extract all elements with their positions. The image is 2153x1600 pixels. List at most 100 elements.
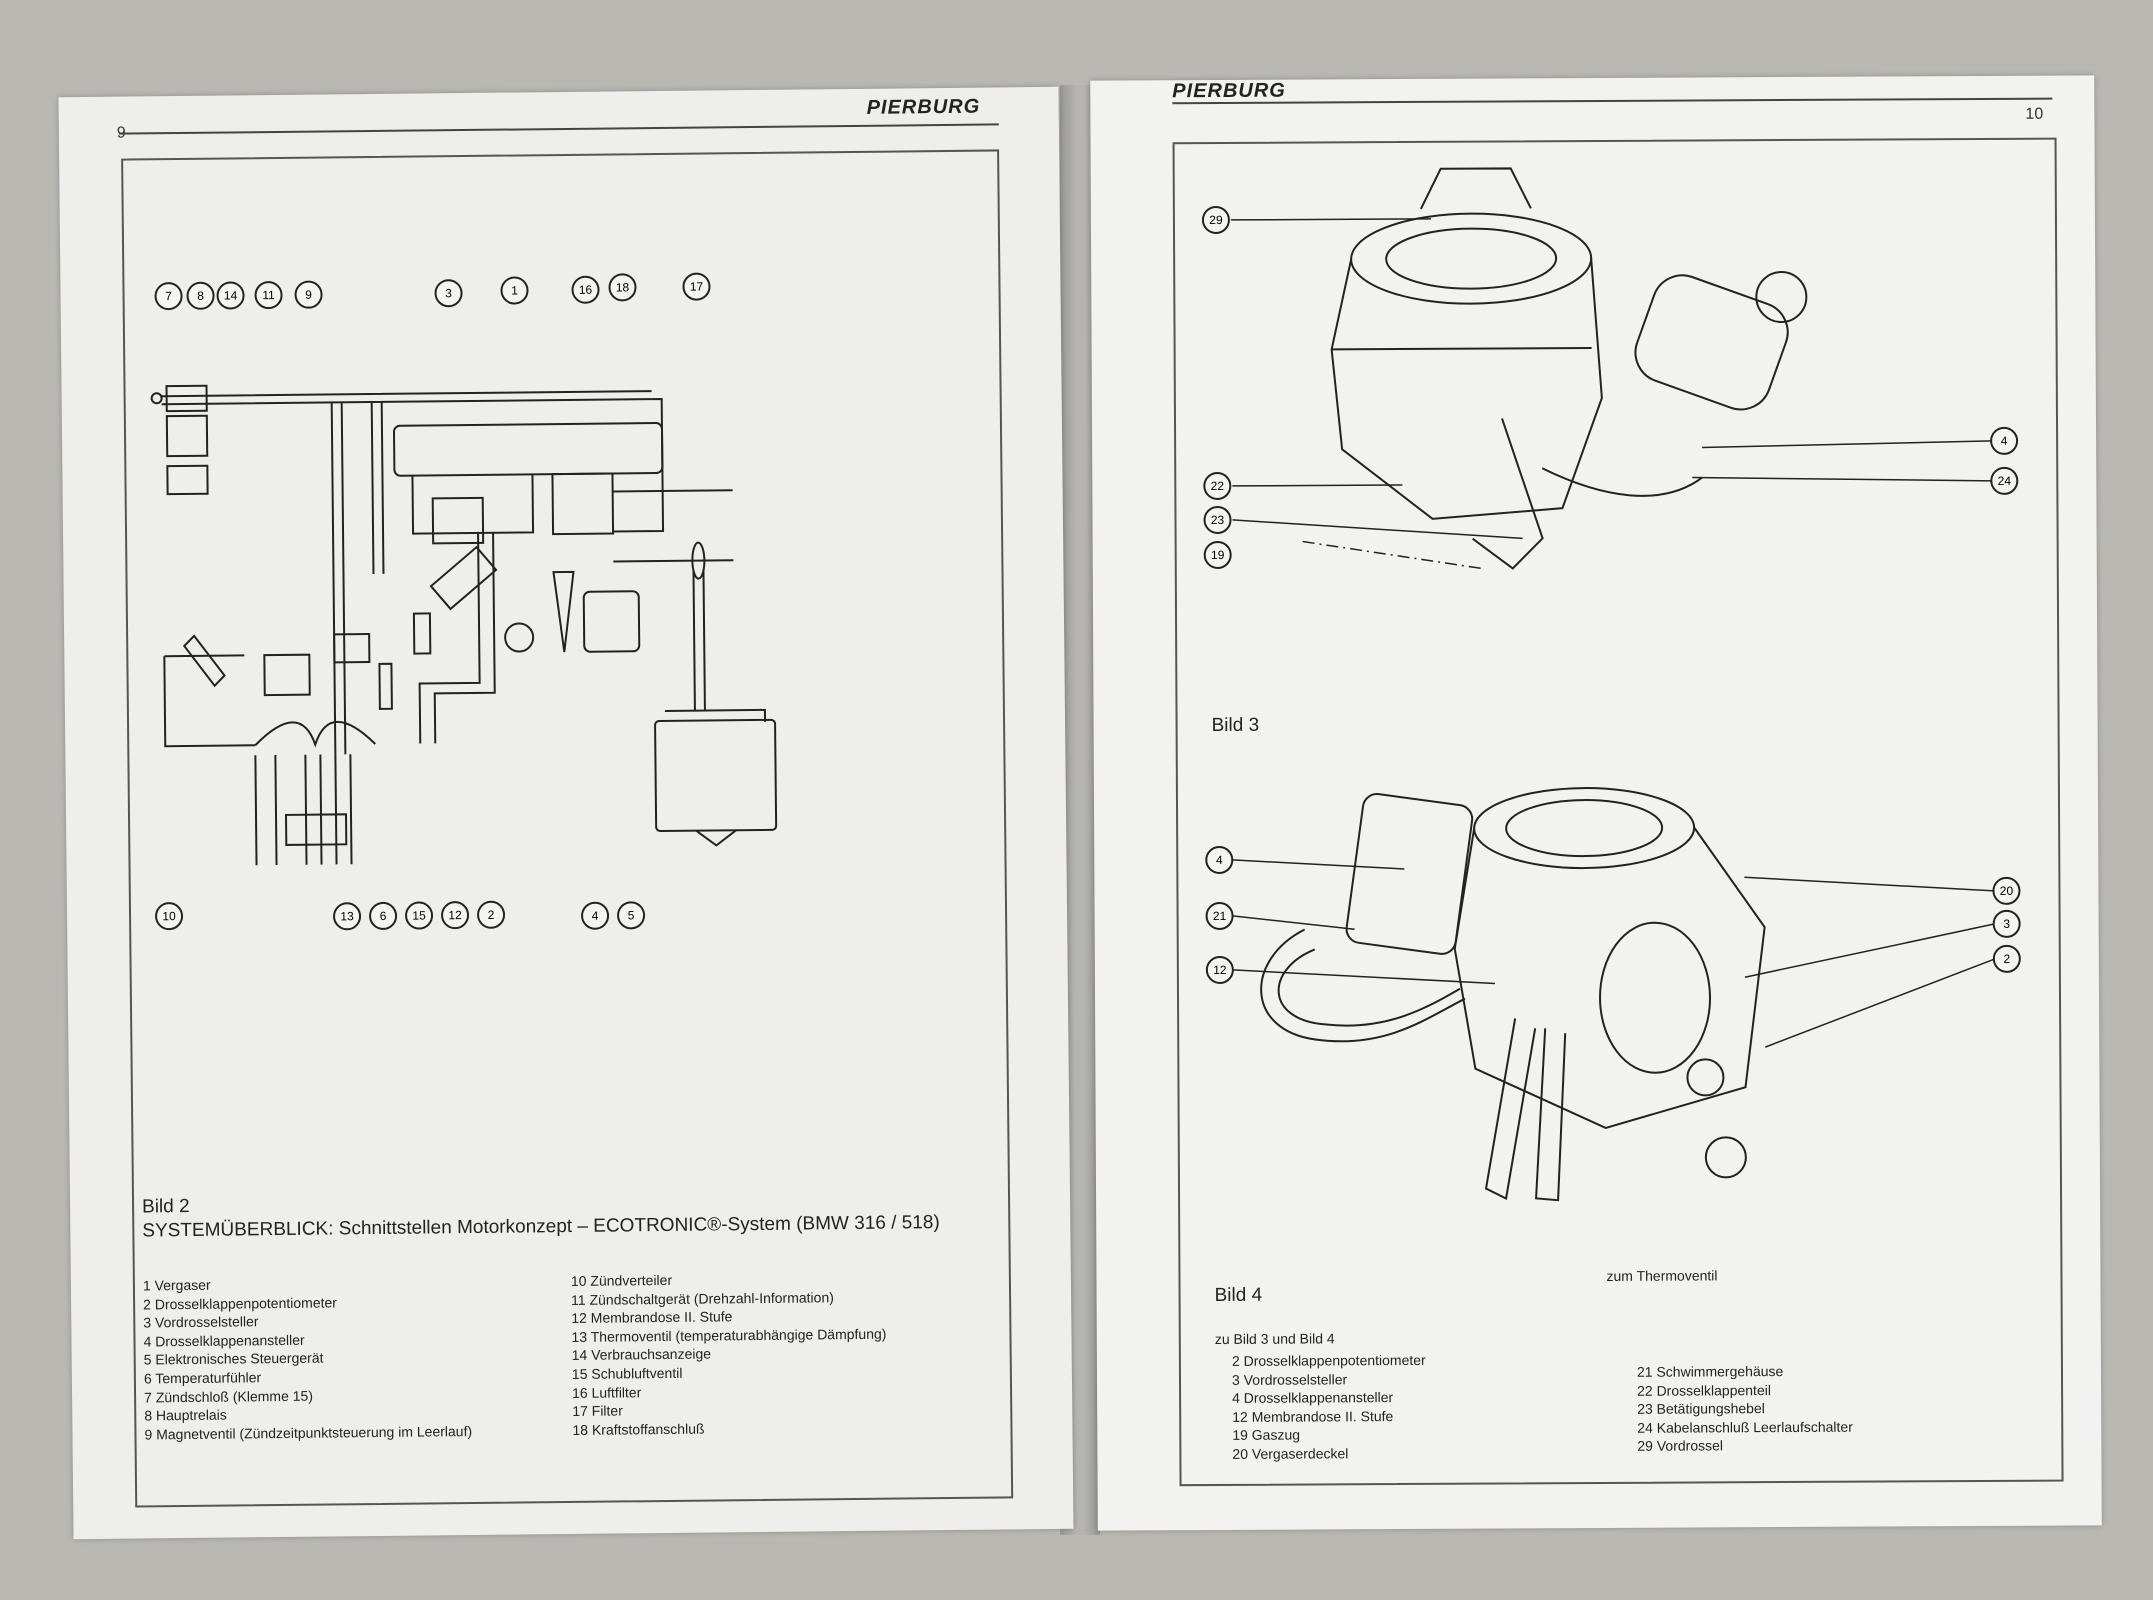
legend-heading: zu Bild 3 und Bild 4 <box>1214 1330 1335 1348</box>
callout-circle <box>186 281 215 310</box>
brand-logo: PIERBURG <box>1172 79 1286 103</box>
callout-label: 10 <box>162 909 176 923</box>
figure-label: Bild 2 <box>141 1195 190 1218</box>
figure-3-label: Bild 3 <box>1211 714 1260 737</box>
thermoventil-annotation: zum Thermoventil <box>1606 1267 1718 1284</box>
brand-logo: PIERBURG <box>866 95 981 119</box>
callout-label: 29 <box>1209 213 1223 227</box>
legend-item: 9 Magnetventil (Zündzeitpunktsteuerung i… <box>144 1422 473 1443</box>
legend-item: 29 Vordrossel <box>1637 1437 1724 1455</box>
callout-circle <box>500 276 529 305</box>
callout-circle <box>434 279 463 308</box>
callout-circle <box>1992 876 2021 905</box>
callout-circle <box>216 281 245 310</box>
callout-circle <box>1992 909 2021 938</box>
callout-circle <box>1992 944 2021 973</box>
callout-circle <box>581 901 610 930</box>
callout-label: 23 <box>1211 513 1225 527</box>
callout-circle <box>1203 505 1232 534</box>
callout-label: 3 <box>2003 917 2010 931</box>
callout-circle <box>617 901 646 930</box>
legend-item: 13 Thermoventil (temperaturabhängige Däm… <box>571 1325 887 1345</box>
carburettor-drawing-3: 29 22 23 19 4 24 <box>1201 167 2019 570</box>
carburettor-figure-3: 29 22 23 19 4 24 <box>1181 146 2043 610</box>
figure-4-label: Bild 4 <box>1214 1284 1263 1307</box>
callout-label: 22 <box>1211 479 1225 493</box>
legend-item: 3 Vordrosselsteller <box>1231 1370 1348 1388</box>
callout-label: 13 <box>340 909 354 923</box>
callout-circle <box>477 900 506 929</box>
callout-label: 11 <box>262 288 275 302</box>
callout-circle <box>1203 540 1232 569</box>
legend-column-1: 2 Drosselklappenpotentiometer 3 Vordross… <box>1232 1351 1426 1464</box>
left-page: 9 PIERBURG <box>58 86 1074 1540</box>
callout-circle <box>571 275 600 304</box>
callout-label: 2 <box>488 908 495 922</box>
callout-label: 4 <box>2001 434 2008 448</box>
callout-label: 15 <box>412 908 426 922</box>
callout-circle <box>154 282 183 311</box>
legend-item: 24 Kabelanschluß Leerlaufschalter <box>1637 1418 1853 1436</box>
carburettor-drawing-4: 4 21 12 20 3 2 <box>1205 787 2021 1202</box>
legend-item: 21 Schwimmergehäuse <box>1636 1363 1784 1380</box>
callout-label: 5 <box>628 908 635 922</box>
figure-3-callouts: 29 22 23 19 4 24 <box>1201 205 2019 569</box>
callout-circle <box>254 281 283 310</box>
legend-item: 19 Gaszug <box>1232 1426 1301 1444</box>
callout-circle <box>441 901 470 930</box>
callout-circle <box>155 902 184 931</box>
callout-label: 21 <box>1213 909 1227 923</box>
top-callouts: 7 8 14 11 9 3 1 16 18 17 <box>154 272 711 311</box>
callout-label: 7 <box>165 289 172 303</box>
legend-item: 2 Drosselklappenpotentiometer <box>1231 1351 1426 1369</box>
callout-label: 8 <box>197 289 204 303</box>
legend-column-2: 10 Zündverteiler 11 Zündschaltgerät (Dre… <box>571 1269 888 1440</box>
page-number: 10 <box>2025 105 2044 123</box>
callout-label: 17 <box>690 280 704 294</box>
header-rule <box>118 123 999 135</box>
callout-label: 3 <box>445 286 452 300</box>
callout-circle <box>1205 955 1234 984</box>
callout-label: 14 <box>224 288 238 302</box>
callout-circle <box>1205 901 1234 930</box>
callout-label: 12 <box>448 908 462 922</box>
carburettor-figure-4: 4 21 12 20 3 2 <box>1184 766 2047 1310</box>
legend-item: 18 Kraftstoffanschluß <box>572 1420 705 1438</box>
callout-circle <box>333 902 362 931</box>
callout-label: 19 <box>1211 548 1225 562</box>
callout-label: 24 <box>1998 474 2012 488</box>
right-page: PIERBURG 10 <box>1090 75 2102 1531</box>
legend-item: 12 Membrandose II. Stufe <box>1232 1407 1394 1425</box>
callout-circle <box>1205 845 1234 874</box>
callout-circle <box>1990 426 2019 455</box>
callout-circle <box>608 273 637 302</box>
callout-circle <box>1201 205 1230 234</box>
callout-label: 18 <box>616 280 630 294</box>
callout-circle <box>682 272 711 301</box>
callout-label: 4 <box>1216 853 1223 867</box>
callout-circle <box>1990 466 2019 495</box>
legend-item: 22 Drosselklappenteil <box>1637 1381 1771 1399</box>
legend-column-1: 1 Vergaser 2 Drosselklappenpotentiometer… <box>143 1273 472 1444</box>
callout-circle <box>1203 471 1232 500</box>
figure-4-callouts: 4 21 12 20 3 2 <box>1205 845 2021 984</box>
callout-label: 2 <box>2003 952 2010 966</box>
callout-label: 1 <box>511 283 518 297</box>
callout-label: 9 <box>305 288 312 302</box>
callout-label: 16 <box>579 283 593 297</box>
callout-circle <box>294 280 323 309</box>
callout-circle <box>405 901 434 930</box>
legend-item: 4 Drosselklappenansteller <box>1232 1389 1394 1407</box>
legend-item: 20 Vergaserdeckel <box>1232 1445 1349 1462</box>
legend-column-2: 21 Schwimmergehäuse 22 Drosselklappentei… <box>1637 1362 1853 1456</box>
callout-label: 12 <box>1213 963 1227 977</box>
header-rule <box>1172 97 2053 105</box>
callout-label: 20 <box>2000 884 2014 898</box>
callout-label: 4 <box>592 909 599 923</box>
legend-item: 23 Betätigungshebel <box>1637 1400 1765 1417</box>
callout-circle <box>369 901 398 930</box>
